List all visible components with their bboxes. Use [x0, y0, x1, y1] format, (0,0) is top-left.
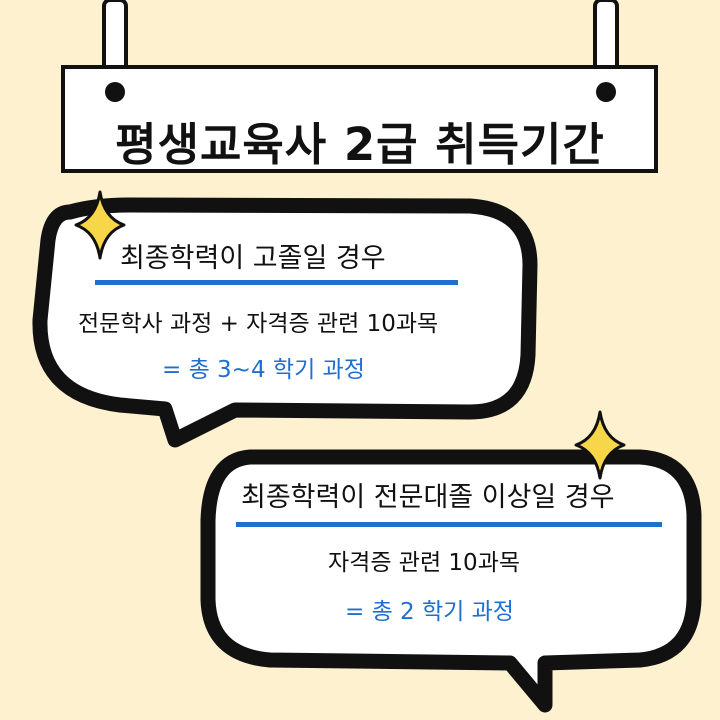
bubble-1-result: = 총 3~4 학기 과정: [162, 357, 365, 383]
bubble-2-underline: [236, 522, 662, 527]
bubble-2-result: = 총 2 학기 과정: [345, 599, 514, 625]
bubble-1-detail: 전문학사 과정 + 자격증 관련 10과목: [78, 311, 439, 337]
bubble-2-heading: 최종학력이 전문대졸 이상일 경우: [241, 482, 615, 513]
speech-bubble-2: [200, 449, 702, 713]
sparkle-icon: [574, 410, 626, 480]
title-sign-board: [61, 65, 658, 173]
left-pin-icon: [105, 82, 125, 102]
sparkle-icon: [74, 190, 126, 260]
page-title: 평생교육사 2급 취득기간: [115, 118, 605, 171]
bubble-2-detail: 자격증 관련 10과목: [328, 550, 521, 576]
bubble-1-underline: [95, 280, 458, 285]
right-pin-icon: [596, 82, 616, 102]
bubble-1-heading: 최종학력이 고졸일 경우: [120, 243, 386, 274]
speech-bubble-1: [32, 197, 538, 448]
